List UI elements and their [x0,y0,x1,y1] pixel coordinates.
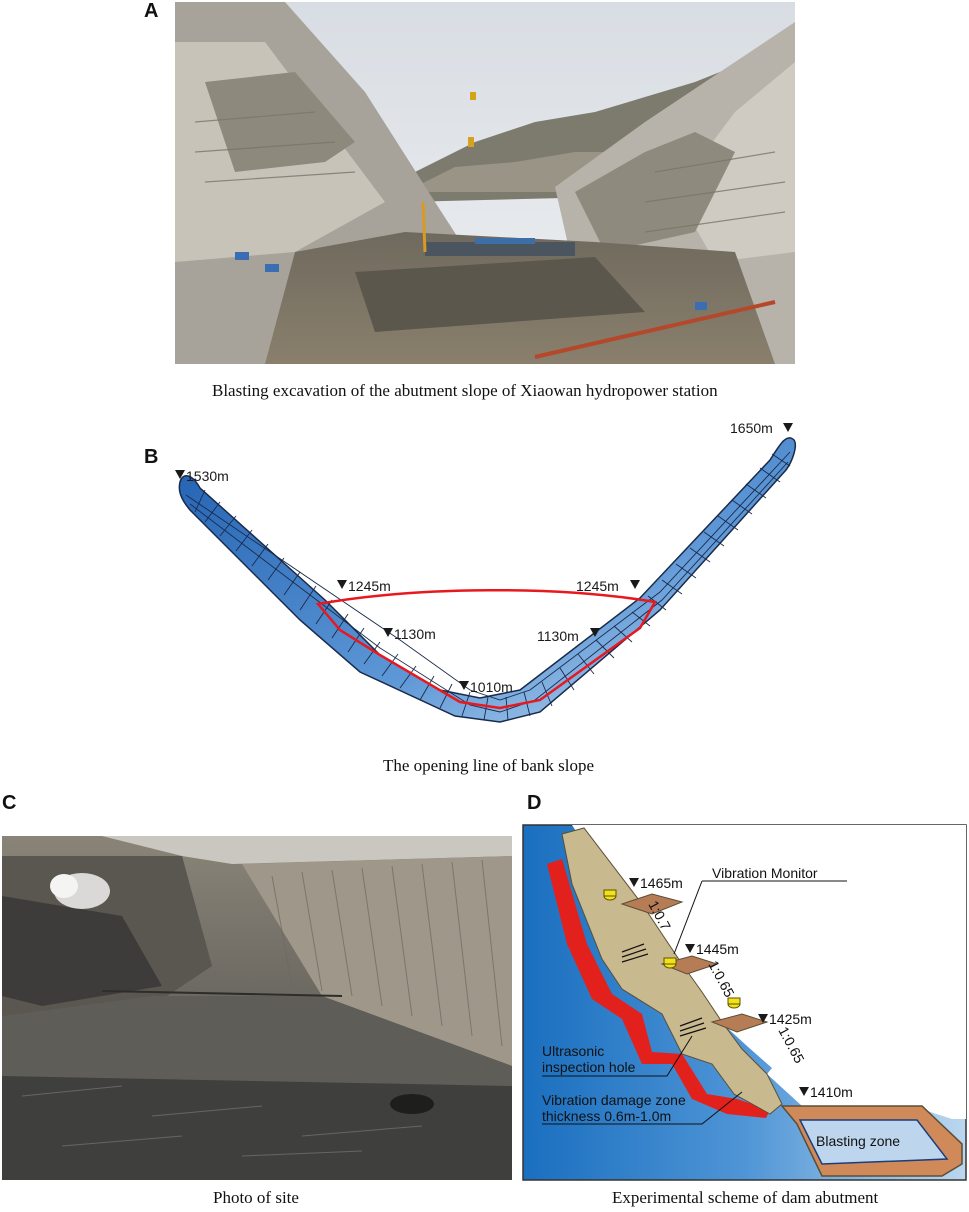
damage-zone [547,859,770,1118]
rock-layer [561,827,783,1115]
marker-1010 [459,681,469,690]
bank-slope-section-diagram: 1530m 1650m 1245m 1245m 1130m 1130m 1010… [175,420,797,723]
marker-1130-left [383,628,393,637]
ultrasonic-label-line1: Ultrasonic [542,1043,604,1059]
elev-left-1245: 1245m [348,578,391,594]
elev-right-1245: 1245m [576,578,619,594]
elev-bottom: 1010m [470,679,513,695]
marker-1245-right [630,580,640,589]
valley-slope-band [178,437,797,723]
elev-right-top: 1650m [730,420,773,436]
panel-b-caption: The opening line of bank slope [383,756,595,775]
panel-a-letter: A [144,0,159,22]
elev-1465: 1465m [640,875,683,891]
vibration-monitor-label: Vibration Monitor [712,865,818,881]
opening-line [315,588,657,710]
dam-abutment-scheme: 1465m 1445m 1425m 1410m Vibration Monito… [522,824,967,1181]
elev-1425: 1425m [769,1011,812,1027]
elev-left-1130: 1130m [394,626,436,642]
panel-c-letter: C [2,792,17,814]
damage-zone-label-line1: Vibration damage zone [542,1092,686,1108]
marker-1530 [175,470,185,479]
dam-construction-photo [175,2,795,364]
panel-b-letter: B [144,446,159,468]
marker-1130-right [590,628,600,637]
site-photo [2,836,512,1180]
panel-d-caption: Experimental scheme of dam abutment [612,1188,879,1207]
panel-d-letter: D [527,792,542,814]
vibration-monitor-icons [603,889,741,1009]
elev-1445: 1445m [696,941,739,957]
panel-c-caption: Photo of site [213,1188,299,1207]
ultrasonic-label-line2: inspection hole [542,1059,636,1075]
blasting-zone-label: Blasting zone [816,1133,900,1149]
elev-1410: 1410m [810,1084,853,1100]
damage-zone-label-line2: thickness 0.6m-1.0m [542,1108,671,1124]
panel-a-caption: Blasting excavation of the abutment slop… [212,381,718,400]
marker-1650 [783,423,793,432]
elev-right-1130: 1130m [537,628,579,644]
marker-1245-left [337,580,347,589]
elev-left-top: 1530m [186,468,229,484]
